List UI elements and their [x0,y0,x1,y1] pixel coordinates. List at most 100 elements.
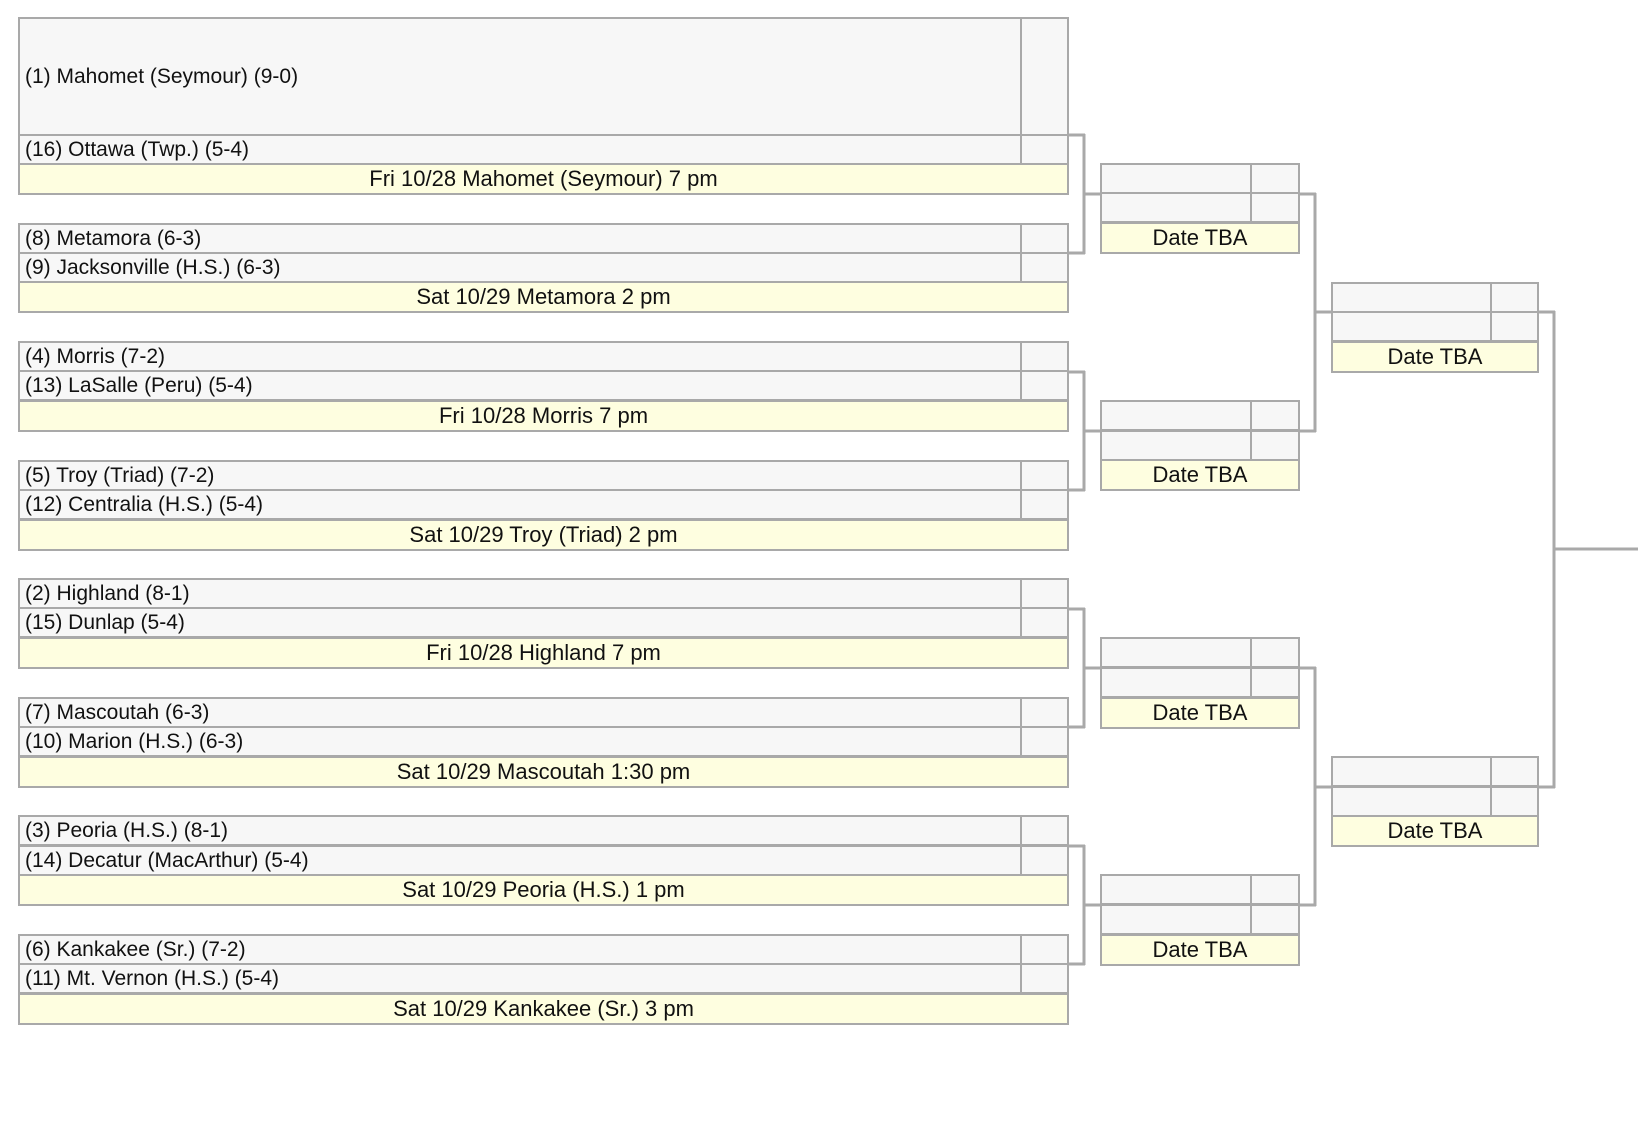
team-slot[interactable]: (3) Peoria (H.S.) (8-1) [18,815,1022,846]
game-info-text: Fri 10/28 Highland 7 pm [426,640,661,665]
score-box [1020,963,1069,994]
team-slot[interactable] [1100,400,1252,431]
team-slot[interactable]: (8) Metamora (6-3) [18,223,1022,254]
team-name: (12) Centralia (H.S.) (5-4) [25,492,264,516]
game-info: Fri 10/28 Morris 7 pm [18,400,1069,432]
team-slot[interactable] [1100,163,1252,194]
game-info-text: Fri 10/28 Mahomet (Seymour) 7 pm [369,166,718,191]
team-slot[interactable] [1331,786,1492,817]
team-slot[interactable]: (16) Ottawa (Twp.) (5-4) [18,134,1022,165]
team-slot[interactable] [1100,430,1252,461]
team-slot[interactable]: (14) Decatur (MacArthur) (5-4) [18,845,1022,876]
game-info: Fri 10/28 Mahomet (Seymour) 7 pm [18,163,1069,195]
game-info: Date TBA [1100,934,1300,966]
team-slot[interactable] [1331,311,1492,342]
score-box [1020,460,1069,491]
team-name: (10) Marion (H.S.) (6-3) [25,729,244,753]
game-info: Sat 10/29 Peoria (H.S.) 1 pm [18,874,1069,906]
score-box [1020,223,1069,254]
game-info: Date TBA [1100,222,1300,254]
team-name: (2) Highland (8-1) [25,581,190,605]
team-slot[interactable]: (10) Marion (H.S.) (6-3) [18,726,1022,757]
score-box [1490,282,1539,313]
game-info: Fri 10/28 Highland 7 pm [18,637,1069,669]
team-slot[interactable] [1100,637,1252,668]
score-box [1020,252,1069,283]
team-slot[interactable] [1100,904,1252,935]
team-slot[interactable]: (15) Dunlap (5-4) [18,607,1022,638]
game-info: Sat 10/29 Troy (Triad) 2 pm [18,519,1069,551]
score-box [1250,904,1300,935]
game-info-text: Date TBA [1152,462,1248,487]
team-slot[interactable]: (2) Highland (8-1) [18,578,1022,609]
team-slot[interactable]: (5) Troy (Triad) (7-2) [18,460,1022,491]
score-box [1490,756,1539,787]
score-box [1020,489,1069,520]
team-name: (7) Mascoutah (6-3) [25,700,210,724]
score-box [1250,400,1300,431]
score-box [1020,934,1069,965]
score-box [1250,192,1300,223]
game-info: Sat 10/29 Mascoutah 1:30 pm [18,756,1069,788]
score-box [1250,430,1300,461]
game-info: Date TBA [1331,341,1539,373]
team-name: (13) LaSalle (Peru) (5-4) [25,373,253,397]
team-slot[interactable]: (13) LaSalle (Peru) (5-4) [18,370,1022,401]
game-info-text: Date TBA [1152,225,1248,250]
game-info-text: Sat 10/29 Peoria (H.S.) 1 pm [402,877,685,902]
team-name: (16) Ottawa (Twp.) (5-4) [25,137,250,161]
score-box [1020,17,1069,136]
team-name: (3) Peoria (H.S.) (8-1) [25,818,229,842]
team-name: (5) Troy (Triad) (7-2) [25,463,215,487]
game-info-text: Fri 10/28 Morris 7 pm [438,403,649,428]
score-box [1020,815,1069,846]
team-slot[interactable]: (6) Kankakee (Sr.) (7-2) [18,934,1022,965]
score-box [1020,134,1069,165]
team-slot[interactable]: (7) Mascoutah (6-3) [18,697,1022,728]
score-box [1250,667,1300,698]
game-info-text: Sat 10/29 Troy (Triad) 2 pm [409,522,678,547]
team-slot[interactable]: (11) Mt. Vernon (H.S.) (5-4) [18,963,1022,994]
team-name: (14) Decatur (MacArthur) (5-4) [25,848,309,872]
team-slot[interactable]: (4) Morris (7-2) [18,341,1022,372]
game-info: Date TBA [1331,815,1539,847]
score-box [1020,341,1069,372]
team-slot[interactable]: (9) Jacksonville (H.S.) (6-3) [18,252,1022,283]
team-slot[interactable]: (1) Mahomet (Seymour) (9-0) [18,17,1022,136]
score-box [1020,370,1069,401]
team-name: (1) Mahomet (Seymour) (9-0) [25,64,299,88]
team-name: (8) Metamora (6-3) [25,226,202,250]
team-slot[interactable] [1331,282,1492,313]
game-info-text: Sat 10/29 Metamora 2 pm [416,284,671,309]
team-name: (9) Jacksonville (H.S.) (6-3) [25,255,281,279]
score-box [1250,163,1300,194]
team-slot[interactable] [1100,874,1252,905]
team-name: (6) Kankakee (Sr.) (7-2) [25,937,246,961]
score-box [1020,726,1069,757]
game-info-text: Date TBA [1387,344,1483,369]
game-info: Date TBA [1100,459,1300,491]
score-box [1020,578,1069,609]
team-slot[interactable]: (12) Centralia (H.S.) (5-4) [18,489,1022,520]
score-box [1250,637,1300,668]
game-info: Sat 10/29 Metamora 2 pm [18,281,1069,313]
game-info: Sat 10/29 Kankakee (Sr.) 3 pm [18,993,1069,1025]
team-slot[interactable] [1100,192,1252,223]
team-name: (15) Dunlap (5-4) [25,610,185,634]
score-box [1250,874,1300,905]
score-box [1490,786,1539,817]
game-info-text: Date TBA [1152,937,1248,962]
team-name: (4) Morris (7-2) [25,344,165,368]
team-name: (11) Mt. Vernon (H.S.) (5-4) [25,966,280,990]
score-box [1020,607,1069,638]
game-info-text: Date TBA [1387,818,1483,843]
game-info-text: Sat 10/29 Mascoutah 1:30 pm [396,759,691,784]
team-slot[interactable] [1331,756,1492,787]
score-box [1490,311,1539,342]
team-slot[interactable] [1100,667,1252,698]
game-info-text: Sat 10/29 Kankakee (Sr.) 3 pm [393,996,694,1021]
score-box [1020,697,1069,728]
game-info: Date TBA [1100,697,1300,729]
game-info-text: Date TBA [1152,700,1248,725]
score-box [1020,845,1069,876]
